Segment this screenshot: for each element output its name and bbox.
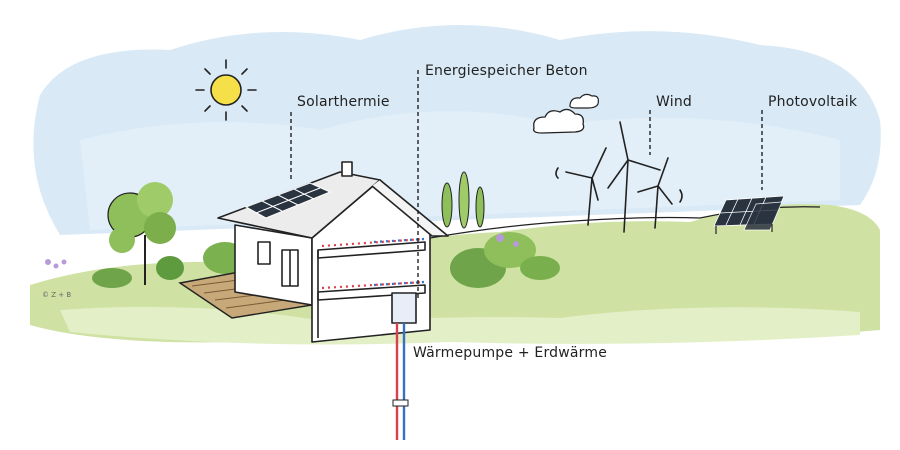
label-photovoltaik: Photovoltaik (768, 94, 858, 110)
leader-lines (290, 70, 763, 300)
label-solarthermie: Solarthermie (297, 94, 390, 110)
grass-foreground (60, 306, 860, 345)
poplar-trees (441, 171, 485, 229)
label-wind: Wind (656, 94, 692, 110)
photovoltaic-panels (713, 195, 785, 231)
sun-icon (195, 59, 257, 121)
bush-center (450, 232, 560, 288)
flowers-left (45, 259, 67, 269)
wind-turbines (555, 121, 683, 233)
cloud-icon (569, 93, 599, 109)
solar-thermal-panels (244, 182, 332, 219)
pv-stand (715, 224, 773, 234)
cloud-icon (533, 108, 585, 134)
concrete-storage-pipes (321, 237, 425, 290)
geothermal-probe (392, 323, 409, 440)
label-waermepumpe-erdwaerme: Wärmepumpe + Erdwärme (413, 345, 608, 361)
tree-left (107, 182, 176, 285)
label-energiespeicher-beton: Energiespeicher Beton (425, 63, 588, 79)
copyright-notice: © Z + B (42, 291, 72, 299)
